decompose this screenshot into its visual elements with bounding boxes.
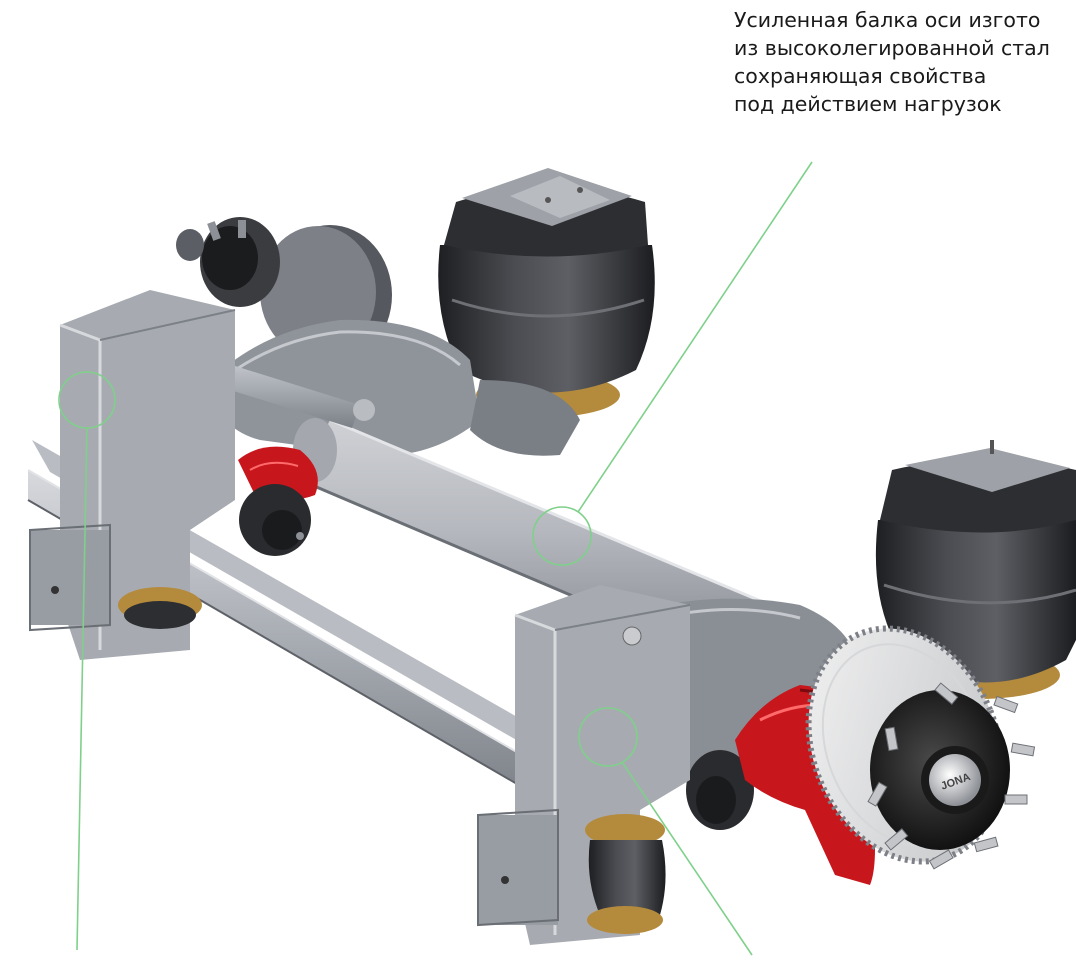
brake-chamber-near: [686, 750, 754, 830]
leader-line-beam: [577, 161, 813, 513]
leader-line-arm: [621, 761, 753, 956]
callout-text: Усиленная балка оси изгото из высоколеги…: [734, 6, 1076, 118]
callout-circle-arm: [578, 707, 638, 767]
lower-cushion-left: [118, 587, 202, 629]
callout-line-3: сохраняющая свойства: [734, 64, 987, 88]
lower-cushion-right: [585, 814, 666, 934]
callout-circle-beam: [532, 506, 592, 566]
hanger-bracket-left: [29, 290, 236, 660]
callout-markers: [58, 161, 813, 956]
leader-line-bracket: [76, 427, 88, 951]
wheel-hub-icon: JONA: [805, 625, 1036, 870]
callout-line-1: Усиленная балка оси изгото: [734, 8, 1041, 32]
trailing-arm-far: [205, 319, 580, 456]
callout-line-4: под действием нагрузок: [734, 92, 1002, 116]
callout-line-2: из высоколегированной стал: [734, 36, 1050, 60]
brake-chamber-far: [238, 446, 318, 556]
